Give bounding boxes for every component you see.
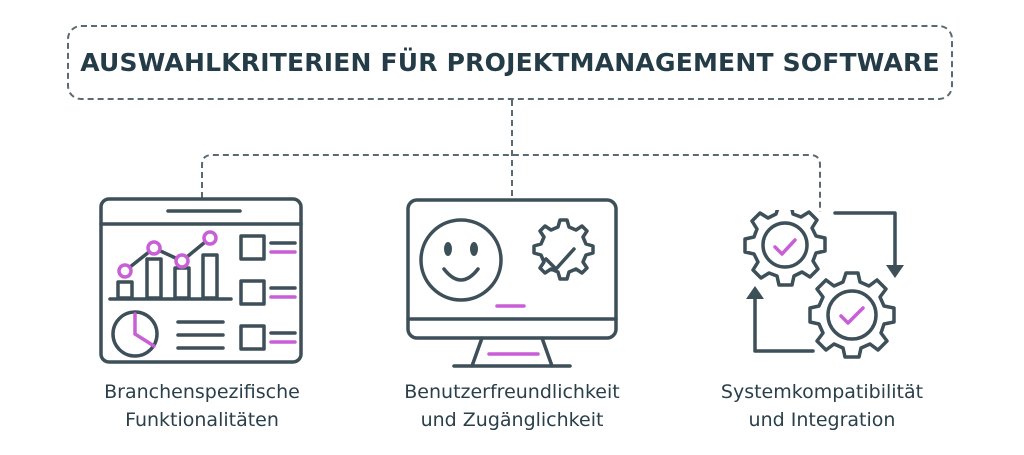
criterion-2-line2: und Zugänglichkeit: [420, 409, 604, 431]
monitor-smiley-gear-icon: [406, 198, 618, 368]
criterion-1-line2: Funktionalitäten: [125, 409, 279, 431]
diagram-title: AUSWAHLKRITERIEN FÜR PROJEKTMANAGEMENT S…: [80, 48, 940, 77]
criterion-label-1: Branchenspezifische Funktionalitäten: [62, 378, 342, 434]
dashboard-analytics-icon: [99, 197, 303, 364]
gears-integration-icon: [743, 210, 904, 359]
criterion-label-2: Benutzerfreundlichkeit und Zugänglichkei…: [362, 378, 662, 434]
criterion-2-line1: Benutzerfreundlichkeit: [404, 381, 620, 403]
criterion-3-line2: und Integration: [748, 409, 896, 431]
criterion-label-3: Systemkompatibilität und Integration: [682, 378, 962, 434]
criterion-3-line1: Systemkompatibilität: [720, 381, 924, 403]
title-box: AUSWAHLKRITERIEN FÜR PROJEKTMANAGEMENT S…: [67, 25, 953, 100]
criterion-1-line1: Branchenspezifische: [104, 381, 300, 403]
